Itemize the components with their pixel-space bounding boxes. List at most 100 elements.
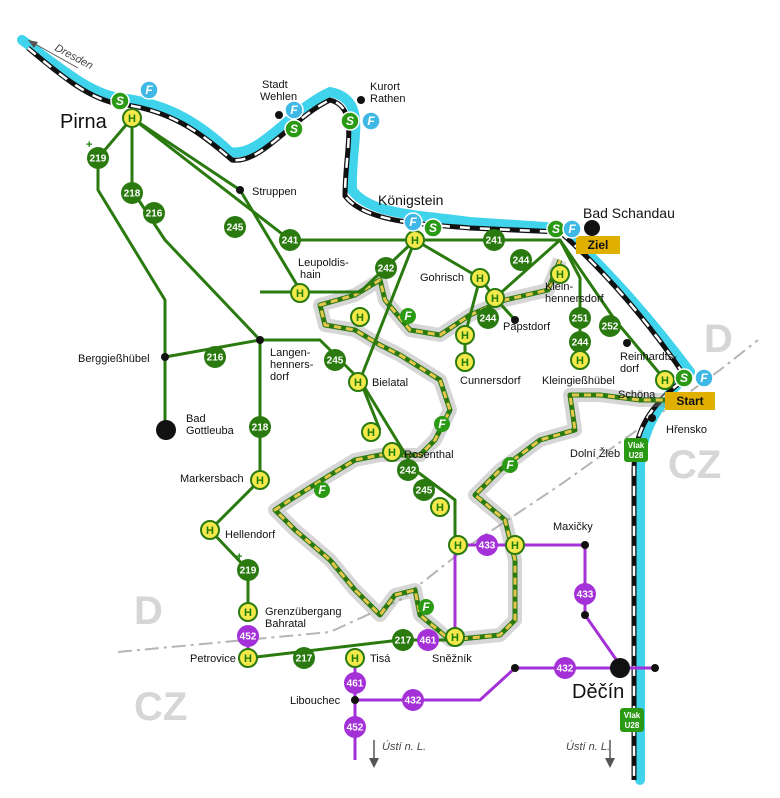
svg-text:H: H	[296, 288, 304, 300]
label-langenhennersdorf-3: dorf	[270, 371, 290, 383]
plus-icon: +	[86, 139, 92, 151]
label-kleinhennersdorf-1: Klein-	[545, 281, 573, 293]
bus-stop-icon: H	[470, 268, 490, 288]
svg-text:242: 242	[400, 466, 417, 477]
svg-text:F: F	[422, 600, 430, 614]
ferry-icon: F	[361, 111, 381, 131]
label-kleingiesshuebel: Kleingießhübel	[542, 375, 615, 387]
route-badge-245: 245	[413, 479, 435, 501]
route-badge-432: 432	[554, 657, 576, 679]
svg-text:432: 432	[557, 664, 574, 675]
route-badge-241: 241	[279, 229, 301, 251]
bus-stop-icon: H	[485, 288, 505, 308]
direction-usti-right: Ústí n. L.	[566, 740, 610, 753]
svg-text:S: S	[116, 94, 124, 108]
plus-marks: ++	[86, 139, 242, 563]
bus-stop-icon: H	[382, 442, 402, 462]
svg-text:219: 219	[90, 154, 107, 165]
label-kurort-rathen-1: Kurort	[370, 81, 400, 93]
svg-text:241: 241	[486, 236, 503, 247]
label-reinhardtsdorf-2: dorf	[620, 363, 640, 375]
svg-text:H: H	[436, 502, 444, 514]
svg-text:244: 244	[572, 338, 589, 349]
svg-text:216: 216	[207, 353, 224, 364]
svg-text:H: H	[511, 540, 519, 552]
svg-text:245: 245	[327, 356, 344, 367]
village-dots	[161, 96, 659, 704]
svg-text:S: S	[680, 371, 688, 385]
route-badge-219: 219	[237, 559, 259, 581]
svg-text:245: 245	[416, 486, 433, 497]
label-cunnersdorf: Cunnersdorf	[460, 375, 521, 387]
svg-text:H: H	[367, 427, 375, 439]
label-bielatal: Bielatal	[372, 377, 408, 389]
label-leupoldishain-1: Leupoldis-	[298, 257, 349, 269]
bus-stop-icon: H	[345, 648, 365, 668]
svg-text:H: H	[206, 525, 214, 537]
route-badge-219: 219	[87, 147, 109, 169]
svg-text:H: H	[128, 113, 136, 125]
svg-text:244: 244	[513, 256, 530, 267]
route-badge-217: 217	[392, 629, 414, 651]
plus-icon: +	[236, 551, 242, 563]
svg-text:F: F	[290, 103, 298, 117]
svg-text:241: 241	[282, 236, 299, 247]
s-bahn-icon: S	[284, 119, 304, 139]
svg-text:H: H	[244, 607, 252, 619]
svg-text:H: H	[556, 269, 564, 281]
svg-text:F: F	[568, 222, 576, 236]
svg-text:219: 219	[240, 566, 257, 577]
label-stadt-wehlen-2: Wehlen	[260, 91, 297, 103]
svg-text:216: 216	[146, 209, 163, 220]
label-decin: Děčín	[572, 681, 624, 703]
svg-text:252: 252	[602, 322, 619, 333]
label-gohrisch: Gohrisch	[420, 272, 464, 284]
label-kleinhennersdorf-2: hennersdorf	[545, 293, 605, 305]
label-stadt-wehlen-1: Stadt	[262, 79, 288, 91]
svg-text:242: 242	[378, 264, 395, 275]
route-badge-244: 244	[477, 307, 499, 329]
route-badge-217: 217	[293, 647, 315, 669]
ferry-waypoint-icon: F	[400, 308, 416, 324]
label-bad-gottleuba-1: Bad	[186, 413, 206, 425]
start-badge: Start	[665, 392, 715, 410]
label-libouchec: Libouchec	[290, 695, 341, 707]
route-badge-251: 251	[569, 307, 591, 329]
svg-text:H: H	[476, 273, 484, 285]
svg-text:F: F	[438, 417, 446, 431]
route-badge-432: 432	[402, 689, 424, 711]
svg-text:245: 245	[227, 223, 244, 234]
bus-stop-icon: H	[250, 470, 270, 490]
svg-text:244: 244	[480, 314, 497, 325]
svg-text:251: 251	[572, 314, 589, 325]
svg-text:461: 461	[347, 679, 364, 690]
ferry-icon: F	[694, 368, 714, 388]
svg-text:H: H	[388, 447, 396, 459]
svg-text:S: S	[346, 114, 354, 128]
country-label-d-bottom: D	[134, 589, 163, 633]
bus-stop-icon: H	[445, 627, 465, 647]
route-badge-245: 245	[224, 216, 246, 238]
svg-text:452: 452	[347, 723, 364, 734]
ferry-waypoint-icon: F	[418, 599, 434, 615]
bus-stop-icon: H	[238, 648, 258, 668]
route-badge-245: 245	[324, 349, 346, 371]
svg-text:H: H	[411, 235, 419, 247]
ziel-badge: Ziel	[576, 236, 620, 254]
svg-text:Vlak: Vlak	[628, 441, 645, 450]
svg-text:F: F	[700, 371, 708, 385]
svg-text:H: H	[354, 377, 362, 389]
label-struppen: Struppen	[252, 186, 297, 198]
label-hellendorf: Hellendorf	[225, 529, 276, 541]
svg-text:F: F	[506, 458, 514, 472]
svg-text:H: H	[461, 357, 469, 369]
bus-stop-icon: H	[505, 535, 525, 555]
bus-stop-icon: H	[655, 370, 675, 390]
country-label-cz-top: CZ	[668, 443, 721, 487]
label-koenigstein: Königstein	[378, 192, 443, 208]
svg-text:F: F	[409, 215, 417, 229]
label-tisa: Tisá	[370, 653, 391, 665]
